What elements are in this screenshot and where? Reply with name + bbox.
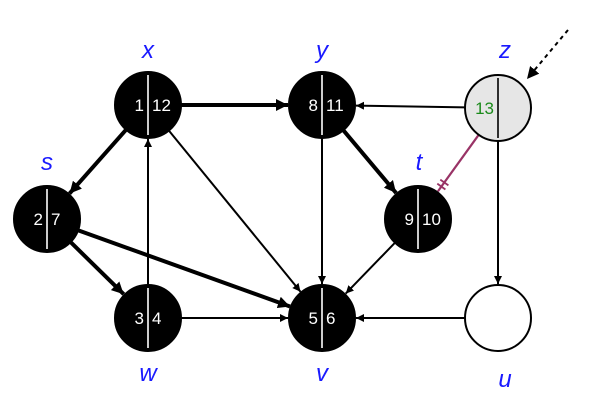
discovery-time-s: 2 (34, 210, 43, 229)
edge-t-v (344, 242, 396, 295)
edges-layer (68, 29, 569, 322)
cut-tick-1 (436, 182, 446, 191)
vertex-label-y: y (314, 37, 330, 64)
node-u (464, 284, 532, 352)
node-t: 9 10 (384, 185, 452, 253)
vertex-label-v: v (316, 360, 330, 387)
discovery-time-z: 13 (475, 99, 494, 118)
edge-y-t (341, 128, 398, 195)
finish-time-w: 4 (152, 309, 161, 328)
cut-tick-2 (439, 178, 449, 187)
edge-x-s (68, 128, 128, 195)
node-x: 1 12 (114, 71, 182, 139)
node-circle-u (464, 284, 532, 352)
finish-time-y: 11 (326, 96, 344, 115)
discovery-time-x: 1 (135, 96, 144, 115)
edge-z-y (355, 101, 466, 110)
vertex-label-s: s (41, 149, 53, 176)
vertex-label-z: z (498, 37, 511, 64)
discovery-time-y: 8 (309, 96, 318, 115)
edge-s-v (77, 228, 291, 309)
finish-time-x: 12 (152, 96, 171, 115)
edge-s-w (69, 240, 126, 296)
node-y: 8 11 (288, 71, 356, 139)
finish-time-v: 6 (326, 309, 335, 328)
vertex-label-x: x (141, 37, 155, 64)
finish-time-s: 7 (51, 210, 60, 229)
discovery-time-v: 5 (309, 309, 318, 328)
vertex-label-w: w (139, 360, 158, 387)
entry-pointer-arrow (526, 29, 569, 80)
labels-layer: x y z s t w v u (41, 37, 512, 393)
node-z: 13 (464, 74, 532, 142)
edge-x-v (168, 129, 302, 293)
vertex-label-t: t (416, 149, 424, 176)
discovery-time-w: 3 (135, 309, 144, 328)
discovery-time-t: 9 (405, 210, 414, 229)
vertex-label-u: u (498, 366, 511, 393)
finish-time-t: 10 (422, 210, 441, 229)
